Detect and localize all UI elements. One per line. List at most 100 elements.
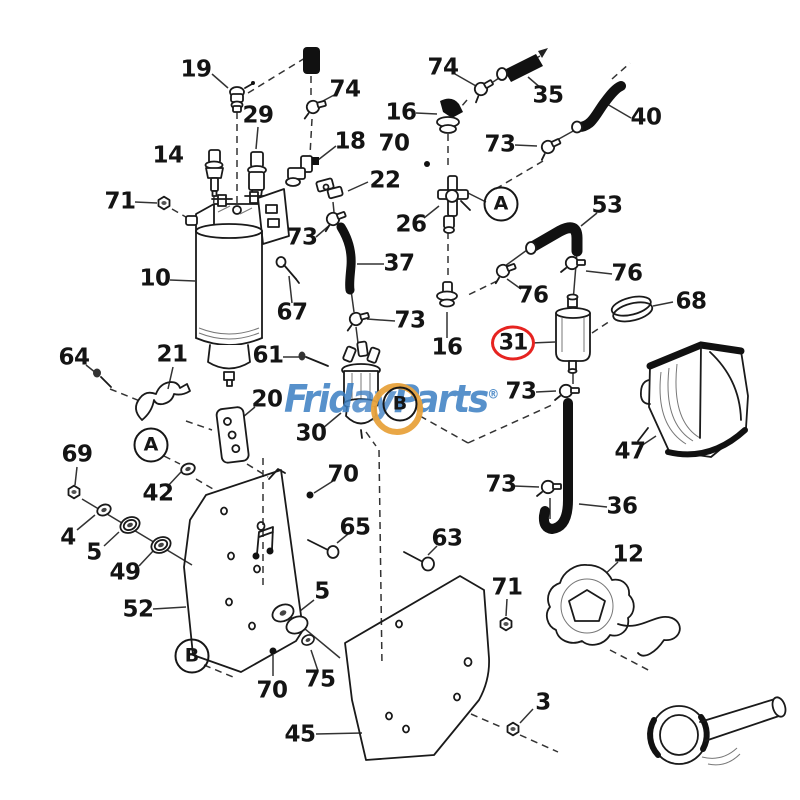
part-label-74: 74: [329, 76, 361, 103]
part-label-35: 35: [532, 82, 564, 109]
part-label-16: 16: [385, 99, 417, 126]
reference-circle-A: A: [483, 186, 519, 222]
part-71-nut: [499, 616, 513, 632]
part-label-71: 71: [491, 574, 523, 601]
assembly-axis-lines: [109, 57, 653, 753]
part-label-45: 45: [284, 721, 316, 748]
part-64-screw: [93, 368, 112, 388]
part-label-40: 40: [630, 104, 662, 131]
part-filler-neck: [647, 696, 787, 766]
part-18-elbow: [285, 155, 319, 187]
part-42-washer: [178, 460, 198, 478]
part-35-hose: [496, 54, 543, 82]
part-73-clamp: [534, 134, 565, 161]
part-label-37: 37: [383, 250, 415, 277]
part-74-clamp: [299, 96, 329, 120]
part-16-tee-fitting: [436, 281, 458, 308]
part-69-nut: [67, 484, 81, 500]
part-label-18: 18: [334, 128, 366, 155]
part-53-hose: [525, 222, 583, 257]
part-22-fitting: [315, 177, 344, 200]
part-26-valve: [437, 175, 471, 234]
part-16-elbow-fitting: [436, 98, 463, 134]
part-label-10: 10: [139, 265, 171, 292]
part-47-cover: [637, 341, 749, 458]
part-74-clamp: [467, 76, 498, 104]
part-52-mounting-plate: [183, 468, 304, 673]
leader-lines: [74, 73, 674, 735]
part-label-49: 49: [109, 559, 141, 586]
part-label-29: 29: [242, 102, 274, 129]
part-73-clamp: [342, 308, 372, 332]
part-label-67: 67: [276, 299, 308, 326]
part-3-nut: [506, 721, 520, 737]
part-label-63: 63: [431, 525, 463, 552]
part-65-bolt: [307, 539, 340, 559]
part-70-stud: [424, 161, 430, 167]
part-14-sensor: [204, 149, 224, 197]
part-30-pump-assembly: [341, 340, 381, 439]
part-label-70: 70: [378, 130, 410, 157]
part-label-76: 76: [517, 282, 549, 309]
part-label-36: 36: [606, 493, 638, 520]
part-label-64: 64: [58, 344, 90, 371]
part-label-12: 12: [612, 541, 644, 568]
part-label-73: 73: [484, 131, 516, 158]
part-label-61: 61: [252, 342, 284, 369]
part-21-bracket: [135, 381, 191, 421]
part-31-inline-filter: [555, 293, 591, 374]
part-73-clamp: [536, 479, 562, 497]
part-label-76: 76: [611, 260, 643, 287]
part-label-52: 52: [122, 596, 154, 623]
part-73-clamp: [554, 383, 580, 401]
part-10-filter-body: [195, 223, 263, 387]
part-20-plate: [215, 406, 250, 464]
part-label-70: 70: [256, 677, 288, 704]
part-label-73: 73: [286, 224, 318, 251]
part-70-stud: [269, 647, 277, 655]
part-label-47: 47: [614, 438, 646, 465]
reference-circle-B: B: [382, 386, 418, 422]
part-label-74: 74: [427, 54, 459, 81]
part-63-bolt: [403, 551, 435, 572]
part-40-hose: [571, 81, 626, 134]
part-37-hose: [336, 222, 356, 295]
part-label-69: 69: [61, 441, 93, 468]
part-45-mounting-plate: [344, 575, 490, 761]
part-70-stud: [306, 491, 314, 499]
part-label-26: 26: [395, 211, 427, 238]
part-label-53: 53: [591, 192, 623, 219]
part-36-hose: [538, 398, 573, 535]
highlighted-part-label-31: 31: [491, 325, 535, 361]
part-12-knob: [545, 564, 681, 657]
watermark-registered-mark: ®: [487, 387, 500, 403]
part-label-16: 16: [431, 334, 463, 361]
part-71-nut: [157, 195, 171, 211]
part-label-75: 75: [304, 666, 336, 693]
part-hose-end-cap: [303, 47, 320, 74]
part-label-3: 3: [535, 689, 551, 716]
part-68-clamp-ring: [610, 295, 654, 323]
part-label-5: 5: [86, 539, 102, 566]
part-label-19: 19: [180, 56, 212, 83]
part-label-73: 73: [485, 471, 517, 498]
part-clip: [252, 526, 274, 560]
part-label-4: 4: [60, 524, 76, 551]
reference-circle-A: A: [133, 427, 169, 463]
part-label-73: 73: [394, 307, 426, 334]
part-label-5: 5: [314, 578, 330, 605]
part-label-70: 70: [327, 461, 359, 488]
part-76-clamp: [560, 255, 586, 273]
logo-ring: [371, 383, 423, 435]
part-label-14: 14: [152, 142, 184, 169]
part-label-73: 73: [505, 378, 537, 405]
part-76-clamp: [489, 259, 520, 285]
part-19-fitting: [229, 81, 255, 113]
part-label-20: 20: [251, 386, 283, 413]
part-label-21: 21: [156, 341, 188, 368]
reference-circle-B: B: [174, 638, 210, 674]
part-label-68: 68: [675, 288, 707, 315]
part-label-42: 42: [142, 480, 174, 507]
